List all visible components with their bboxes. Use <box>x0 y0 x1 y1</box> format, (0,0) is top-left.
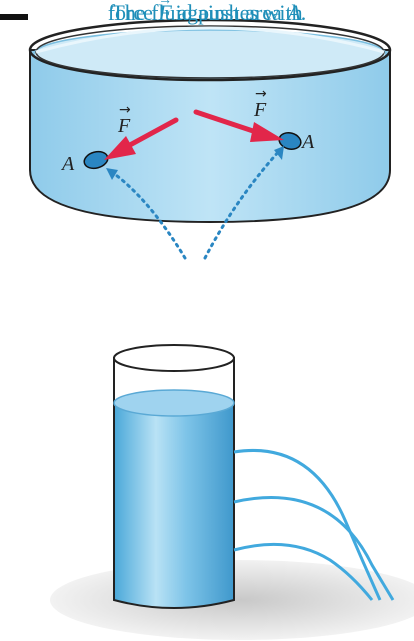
tub <box>28 18 392 224</box>
force-label-left: F <box>117 115 131 137</box>
jet-top <box>233 448 382 601</box>
caption-end: . <box>300 0 307 25</box>
jet-middle <box>233 495 395 601</box>
caption-line-1: The fluid pushes with <box>111 0 303 25</box>
caption-line-2: force →F against area A. <box>0 0 414 26</box>
area-label-left: A <box>60 153 75 175</box>
jet-bottom <box>233 542 374 601</box>
caption-area-symbol: A <box>287 0 301 25</box>
caption-mid: against area <box>177 0 282 25</box>
force-vector-arrow-right: → <box>255 86 267 102</box>
pointer-left <box>110 170 187 260</box>
corner-bar <box>0 14 28 20</box>
force-label-right: F <box>253 99 267 121</box>
tub-rim <box>28 18 392 82</box>
force-arrow-right <box>193 109 284 142</box>
caption-force-word: force <box>107 0 153 25</box>
cylinder <box>50 344 414 640</box>
force-vector-arrow-left: → <box>119 102 131 118</box>
cylinder-water-surface <box>113 389 235 417</box>
caption-vector-arrow: → <box>158 0 173 8</box>
force-arrow-left <box>104 117 179 160</box>
pointer-right <box>203 148 282 260</box>
area-label-right: A <box>300 131 315 153</box>
caption-force-symbol: →F <box>158 0 173 26</box>
